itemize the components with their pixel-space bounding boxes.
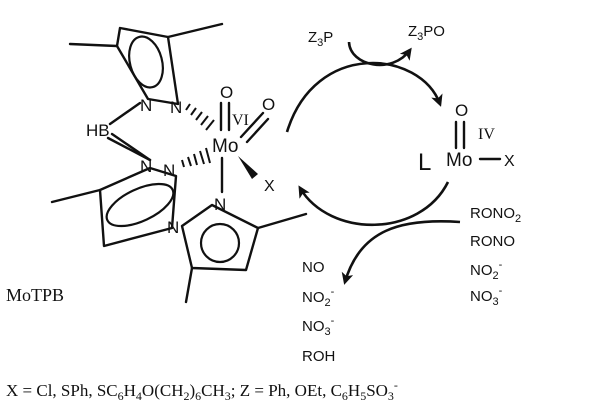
middle-pyrazole-aromatic-circle	[105, 182, 175, 228]
product-no2-minus: NO2-	[302, 286, 335, 309]
b-n-bond-top	[108, 101, 142, 126]
n-atom-3: N	[140, 157, 152, 176]
wedge-to-x	[238, 156, 258, 179]
substrate-no3-minus: NO3-	[470, 285, 503, 308]
top-pyrazole-aromatic-circle	[128, 35, 164, 89]
products-list: NO NO2- NO3- ROH	[302, 259, 335, 365]
b-n-bond-lower	[106, 136, 152, 162]
middle-pyrazole-ring	[98, 166, 178, 248]
motpb-structure: N N HB Mo VI O O X N N	[6, 22, 308, 305]
product-no3-minus: NO3-	[302, 315, 335, 338]
bottom-pyrazole-ring	[180, 203, 260, 272]
substrate-arrow	[341, 220, 461, 285]
hashed-wedge-top	[185, 103, 215, 131]
product-oxo-atom: O	[455, 101, 468, 120]
product-roh: ROH	[302, 348, 335, 365]
n-atom-6: N	[167, 218, 179, 237]
complex-name: MoTPB	[6, 285, 64, 305]
bottom-methyl-right	[256, 212, 308, 230]
n-atom-5: N	[214, 195, 226, 214]
oxidation-state-vi: VI	[232, 112, 249, 129]
product-oxidation-iv: IV	[478, 126, 495, 143]
bottom-methyl-down	[184, 266, 194, 304]
top-methyl-right	[166, 22, 224, 39]
product-mo-atom: Mo	[446, 150, 472, 171]
product-no: NO	[302, 259, 325, 276]
mo-o-double-2a	[239, 111, 265, 139]
mo-o-double-2b	[245, 117, 270, 144]
top-pyrazole-ring	[115, 26, 180, 106]
mo-atom: Mo	[212, 136, 238, 157]
substrates-list: RONO2 RONO NO2- NO3-	[470, 205, 521, 308]
n-atom-1: N	[140, 96, 152, 115]
footnote-definitions: X = Cl, SPh, SC6H4O(CH2)6CH3; Z = Ph, OE…	[6, 378, 398, 403]
top-methyl-left	[68, 42, 119, 48]
cycle-arrow-top	[285, 61, 443, 133]
cycle-arrow-bottom	[298, 181, 450, 227]
substrate-no2-minus: NO2-	[470, 259, 503, 282]
n-atom-2: N	[170, 98, 182, 117]
mo-iv-complex: O IV L Mo X	[418, 101, 515, 176]
substrate-rono: RONO	[470, 233, 515, 250]
product-x-ligand: X	[504, 153, 515, 170]
middle-methyl-left	[50, 188, 102, 204]
bottom-pyrazole-aromatic-circle	[199, 222, 241, 264]
catalytic-cycle	[285, 41, 461, 285]
product-ligand-l: L	[418, 149, 431, 176]
reagent-arrow-top	[347, 41, 412, 67]
substrate-rono2: RONO2	[470, 205, 521, 225]
complex-x-ligand: X	[264, 178, 275, 195]
n-atom-4: N	[163, 161, 175, 180]
product-z3po: Z3PO	[408, 23, 445, 43]
reagent-z3p: Z3P	[308, 29, 333, 49]
hashed-wedge-middle	[181, 147, 211, 168]
boron-label: HB	[86, 121, 110, 140]
oxo-atom-2: O	[262, 95, 275, 114]
oxo-atom-1: O	[220, 83, 233, 102]
